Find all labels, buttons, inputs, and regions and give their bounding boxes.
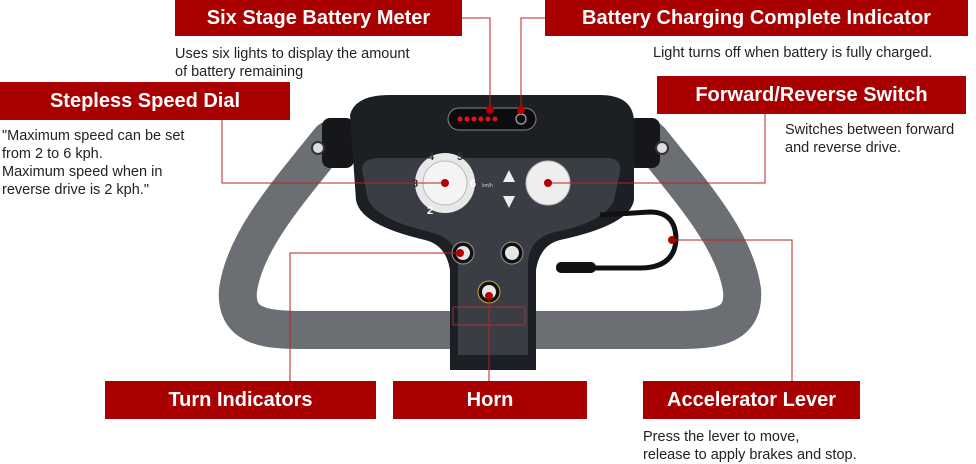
forward-reverse-description: Switches between forward and reverse dri… [785, 121, 954, 157]
description-line: Switches between forward [785, 122, 955, 138]
dial-number-6: 6 [470, 178, 476, 190]
charging-indicator-label: Battery Charging Complete Indicator [545, 0, 968, 36]
battery-meter-description: Uses six lights to display the amount of… [175, 45, 410, 81]
speed-dial-label: Stepless Speed Dial [0, 82, 290, 120]
description-line: Maximum speed when in [2, 164, 163, 180]
callout-dots [441, 106, 676, 300]
accelerator-description: Press the lever to move, release to appl… [643, 428, 857, 464]
description-line: Press the lever to move, [643, 429, 800, 445]
left-end-cap [322, 118, 354, 168]
dial-number-3: 3 [412, 178, 418, 190]
speed-unit: km/h [482, 183, 493, 189]
accelerator-label: Accelerator Lever [643, 381, 860, 419]
right-end-cap [628, 118, 660, 168]
description-line: reverse drive is 2 kph." [2, 182, 149, 198]
dial-number-2: 2 [427, 205, 433, 217]
description-line: of battery remaining [175, 64, 304, 80]
horn-label: Horn [393, 381, 587, 419]
dial-numbers: 2 3 4 5 6 [412, 151, 476, 217]
description-line: from 2 to 6 kph. [2, 146, 103, 162]
control-panel-face [362, 158, 621, 355]
description-line: and reverse drive. [785, 140, 902, 156]
description-line: release to apply brakes and stop. [643, 447, 857, 463]
forward-reverse-label: Forward/Reverse Switch [657, 76, 966, 114]
description-line: Uses six lights to display the amount [175, 46, 410, 62]
dial-number-5: 5 [457, 151, 463, 163]
battery-meter-label: Six Stage Battery Meter [175, 0, 462, 36]
battery-lights [457, 116, 498, 122]
leader-lines [221, 17, 793, 381]
speed-dial-description: "Maximum speed can be set from 2 to 6 kp… [2, 127, 184, 199]
description-line: "Maximum speed can be set [2, 128, 185, 144]
turn-indicators-label: Turn Indicators [105, 381, 376, 419]
dial-number-4: 4 [428, 151, 435, 163]
charging-indicator-description: Light turns off when battery is fully ch… [653, 45, 933, 61]
